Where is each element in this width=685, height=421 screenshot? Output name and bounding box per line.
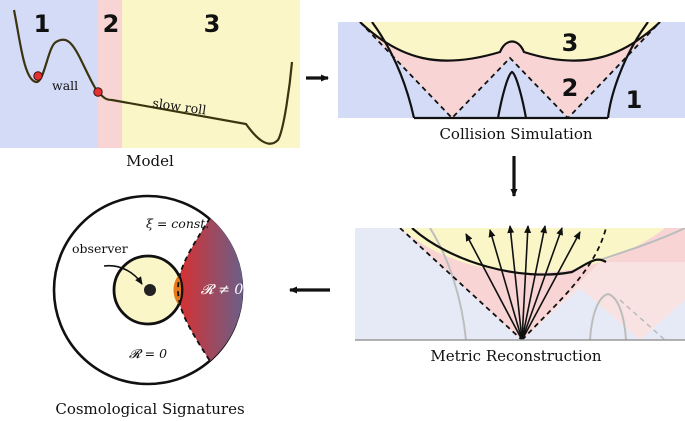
- faded-wall-left: [429, 228, 467, 340]
- collision-region-1-label: 1: [626, 86, 643, 114]
- geodesic-ray: [521, 225, 548, 341]
- faded-wall-right: [599, 228, 685, 261]
- model-region-3-bg: [122, 0, 300, 148]
- bubble-wall-top: [359, 22, 661, 62]
- geodesic-ray: [521, 225, 532, 341]
- signatures-caption: Cosmological Signatures: [55, 400, 244, 418]
- observer-label: observer: [72, 241, 128, 256]
- xi-const-surface: [177, 217, 211, 362]
- collision-panel: 3 2 1 Collision Simulation: [338, 22, 685, 143]
- model-region-2-bg: [98, 0, 122, 148]
- wall-marker: [33, 71, 43, 81]
- geodesic-ray: [521, 227, 563, 341]
- metric-caption: Metric Reconstruction: [430, 347, 601, 365]
- geodesic-ray: [488, 229, 523, 341]
- faded-cone: [619, 299, 666, 340]
- bubble-wall-left: [371, 22, 416, 118]
- faded-bump: [589, 292, 627, 340]
- metric-cone-right: [521, 228, 607, 340]
- wall-label: wall: [52, 78, 78, 93]
- slow-roll-label: slow roll: [152, 95, 208, 117]
- geodesic-ray: [507, 225, 523, 341]
- model-region-2-label: 2: [103, 10, 120, 38]
- metric-cone-left: [399, 228, 523, 340]
- model-region-1-label: 1: [34, 10, 51, 38]
- collision-region-3-label: 3: [562, 29, 579, 57]
- collision-bump: [496, 70, 528, 118]
- geodesic-ray: [521, 231, 581, 341]
- geodesic-rays: [465, 225, 581, 341]
- metric-panel: Metric Reconstruction: [355, 225, 685, 365]
- model-region-3-label: 3: [204, 10, 221, 38]
- xi-const-label: ξ = const.: [146, 216, 209, 231]
- collision-region-2-label: 2: [562, 74, 579, 102]
- collision-caption: Collision Simulation: [439, 125, 592, 143]
- signature-region: [178, 218, 243, 361]
- light-cones: [359, 22, 661, 118]
- slow-roll-marker: [93, 87, 103, 97]
- reconstructed-wall: [411, 228, 607, 276]
- observer-dot: [144, 284, 156, 296]
- geodesic-ray: [465, 233, 523, 341]
- model-caption: Model: [126, 152, 174, 170]
- observer-arrow-icon: [103, 264, 143, 285]
- potential-curve: [12, 9, 294, 145]
- r-nonzero-label: 𝓡 ≠ 0: [201, 282, 244, 298]
- signatures-panel: observer ξ = const. 𝓡 ≠ 0 𝓡 = 0 Cosmolog…: [52, 194, 245, 418]
- model-panel: 1 2 3 wall slow roll Model: [0, 0, 300, 170]
- r-zero-label: 𝓡 = 0: [129, 346, 167, 361]
- bubble-wall-right: [606, 22, 649, 118]
